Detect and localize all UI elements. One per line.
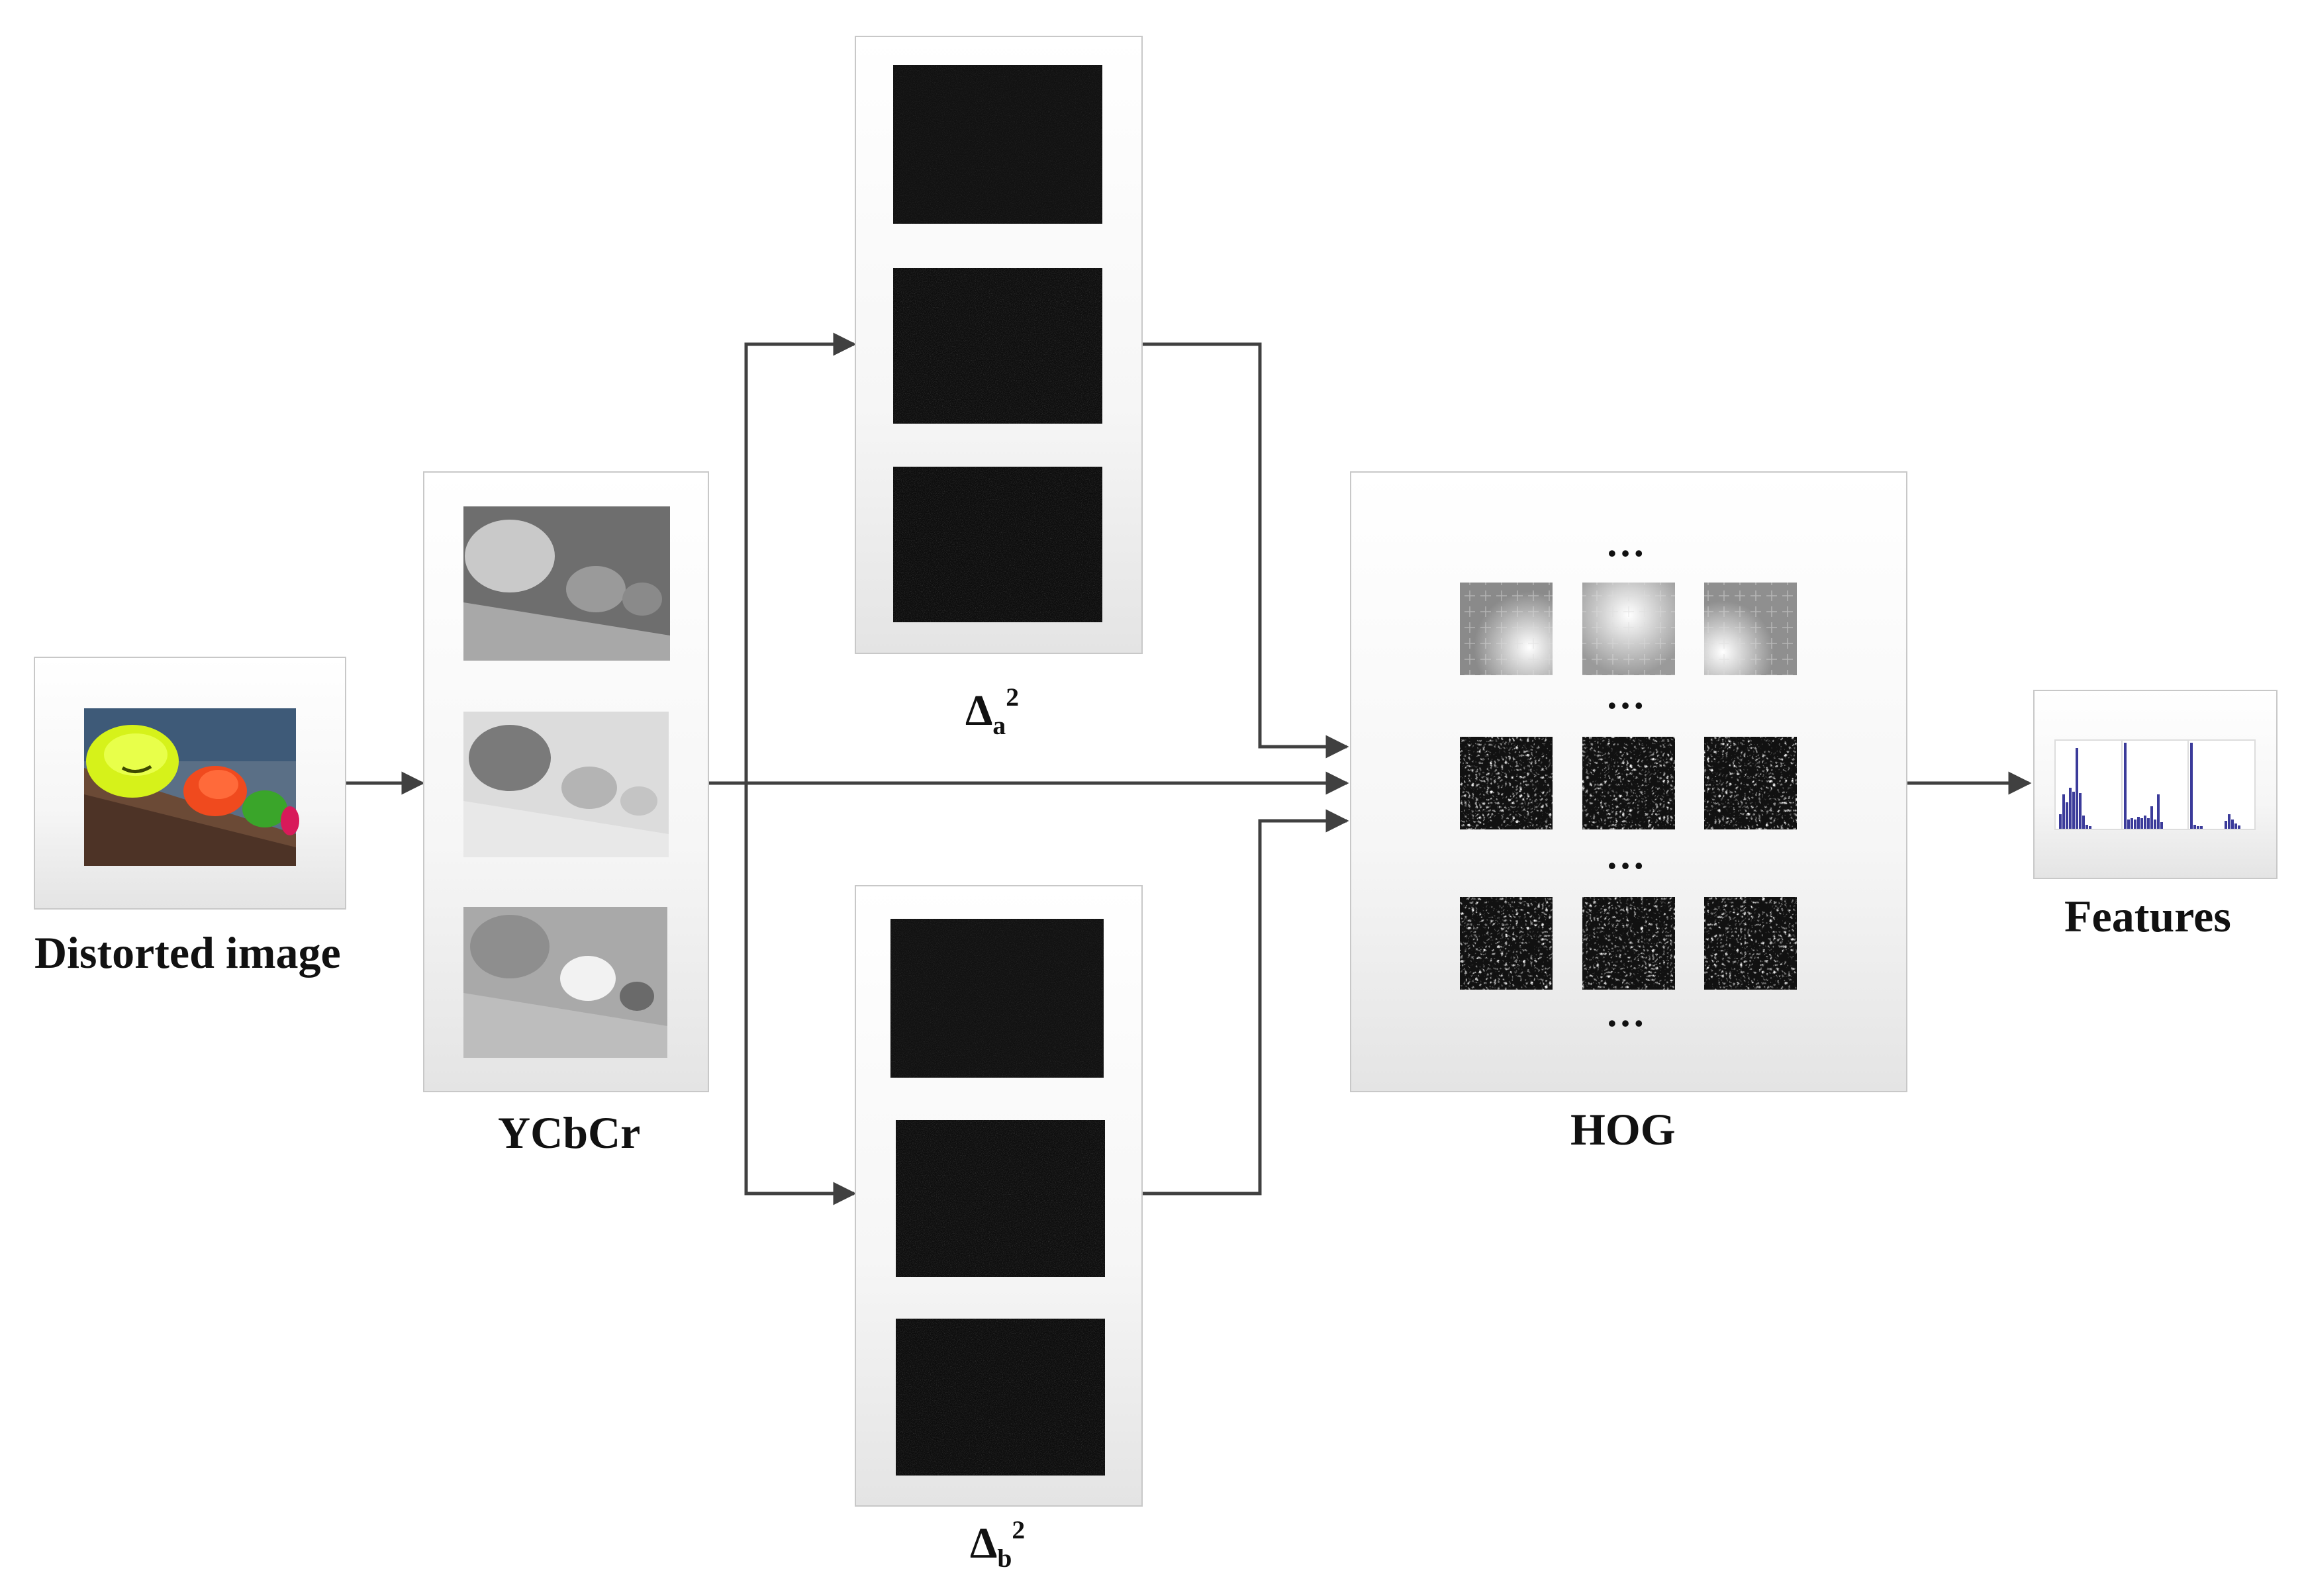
connector-lines (346, 332, 2032, 1205)
arrow-ycbcr-to-delta-b (744, 783, 857, 1205)
features-label: Features (2064, 891, 2231, 941)
delta-b-image-2 (896, 1120, 1105, 1277)
delta-a-subscript: a (992, 711, 1006, 741)
hog-ellipsis-bottom: … (1606, 991, 1645, 1035)
delta-b-image-3 (896, 1319, 1105, 1476)
delta-a-panel (855, 36, 1143, 654)
hog-row-1 (1460, 583, 1797, 675)
delta-a-superscript: 2 (1006, 682, 1019, 712)
delta-a-image-3 (893, 467, 1102, 622)
delta-b-image-1 (890, 919, 1104, 1078)
ycbcr-cb-channel-image (463, 712, 669, 857)
distorted-image-thumbnail (84, 708, 299, 866)
distorted-image-label: Distorted image (34, 927, 341, 978)
features-panel (2033, 690, 2278, 879)
distorted-image-panel (34, 657, 346, 910)
hog-row-3 (1460, 897, 1797, 990)
hog-ellipsis-row2: … (1606, 833, 1645, 877)
delta-b-subscript: b (997, 1544, 1012, 1573)
delta-a-image-1 (893, 65, 1102, 224)
delta-a-label: Δa2 (965, 684, 1019, 741)
hog-ellipsis-row1: … (1606, 673, 1645, 717)
delta-b-panel (855, 885, 1143, 1507)
hog-label: HOG (1570, 1104, 1676, 1154)
ycbcr-label: YCbCr (498, 1107, 641, 1158)
ycbcr-y-channel-image (463, 506, 670, 661)
hog-panel (1350, 471, 1907, 1092)
delta-a-symbol: Δ (965, 686, 993, 735)
hog-ellipsis-top: … (1606, 521, 1645, 565)
hog-row-2 (1460, 737, 1797, 829)
arrow-delta-b-to-hog (1142, 809, 1349, 1196)
delta-a-image-2 (893, 268, 1102, 424)
ycbcr-panel (423, 471, 709, 1092)
histogram-icon (2054, 739, 2256, 830)
ycbcr-cr-channel-image (463, 907, 667, 1058)
delta-b-label: Δb2 (970, 1517, 1025, 1573)
delta-b-symbol: Δ (970, 1519, 998, 1568)
delta-b-superscript: 2 (1012, 1515, 1026, 1545)
arrow-ycbcr-to-delta-a (744, 332, 857, 783)
arrow-delta-a-to-hog (1142, 342, 1349, 759)
